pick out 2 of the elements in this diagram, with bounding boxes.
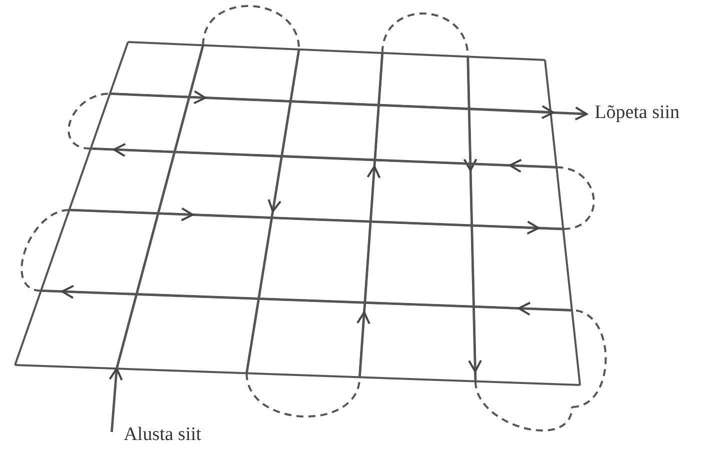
start-label: Alusta siit	[124, 424, 202, 446]
end-label: Lõpeta siin	[594, 102, 680, 124]
